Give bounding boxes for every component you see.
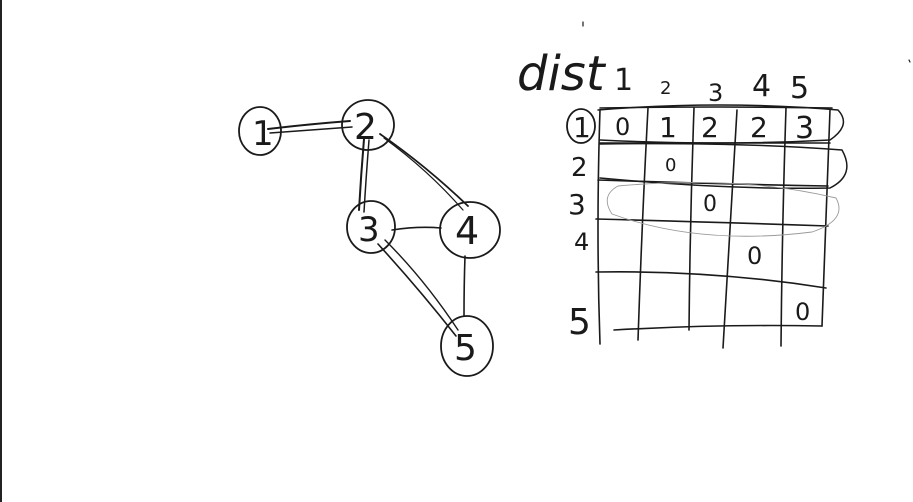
col-header-2: 2: [660, 78, 671, 99]
edge-2-4: [379, 133, 469, 207]
row-1-circle-mark: [566, 108, 596, 144]
row-header-1: 1: [573, 111, 591, 144]
node-label-5: 5: [454, 328, 477, 369]
grid-vline-3: [722, 109, 738, 349]
row-3-loop: [606, 181, 840, 237]
row-header-4: 4: [574, 228, 589, 256]
col-header-4: 4: [752, 69, 771, 104]
cell-1-3: 2: [701, 111, 719, 144]
grid-vline-1: [637, 107, 649, 341]
cell-1-4: 2: [750, 111, 768, 144]
grid-vline-2: [688, 107, 695, 331]
dist-table: dist 1 2 3 4 5 1 2 3 4 5: [517, 21, 848, 349]
grid-hline-bottom: [613, 324, 823, 331]
grid-vline-0: [597, 109, 601, 345]
col-header-3: 3: [708, 79, 723, 107]
graph-node-2: 2: [341, 99, 395, 151]
cell-1-2: 1: [659, 111, 677, 144]
grid-hline-4: [595, 271, 827, 289]
grid-vline-5: [821, 109, 831, 327]
edge-1-2-stroke: [269, 126, 353, 134]
row-highlight-marks: [597, 104, 848, 237]
row-headers: 1 2 3 4 5: [566, 108, 596, 343]
node-label-3: 3: [358, 210, 380, 250]
cell-1-5: 3: [795, 111, 814, 146]
node-label-4: 4: [455, 209, 479, 253]
graph-node-5: 5: [440, 315, 494, 377]
edge-3-4: [391, 226, 442, 231]
edge-4-5: [463, 255, 466, 317]
cell-5-5: 0: [795, 298, 810, 326]
cell-3-3: 0: [703, 192, 717, 217]
cell-4-4: 0: [747, 242, 762, 270]
grid-hline-3: [595, 218, 829, 227]
table-cells: 0 1 2 2 3 0 0 0 0: [615, 111, 814, 326]
node-label-1: 1: [252, 114, 274, 154]
edge-2-3-stroke: [363, 139, 370, 213]
row-header-5: 5: [568, 302, 591, 343]
row-2-loop: [599, 142, 848, 190]
grid-vline-4: [780, 107, 787, 347]
edge-2-5: [384, 239, 459, 331]
dist-title: dist: [517, 46, 607, 102]
col-header-5: 5: [790, 71, 809, 106]
row-header-3: 3: [568, 188, 586, 221]
cell-1-1: 0: [615, 113, 630, 141]
edge-2-4-stroke: [383, 137, 464, 211]
graph-nodes: 1 2 3 4 5: [238, 99, 501, 377]
stray-ink-mark: [908, 59, 911, 63]
window-edge: [0, 0, 2, 502]
edge-3-5: [377, 243, 457, 337]
column-headers: 1 2 3 4 5: [614, 63, 809, 107]
col-header-1: 1: [614, 63, 633, 98]
graph-node-1: 1: [238, 106, 282, 156]
graph-node-3: 3: [346, 200, 396, 254]
cell-2-2: 0: [665, 155, 676, 176]
node-label-2: 2: [354, 107, 377, 148]
graph-node-4: 4: [439, 201, 501, 259]
row-header-2: 2: [571, 153, 588, 183]
row-1-loop: [597, 104, 845, 144]
